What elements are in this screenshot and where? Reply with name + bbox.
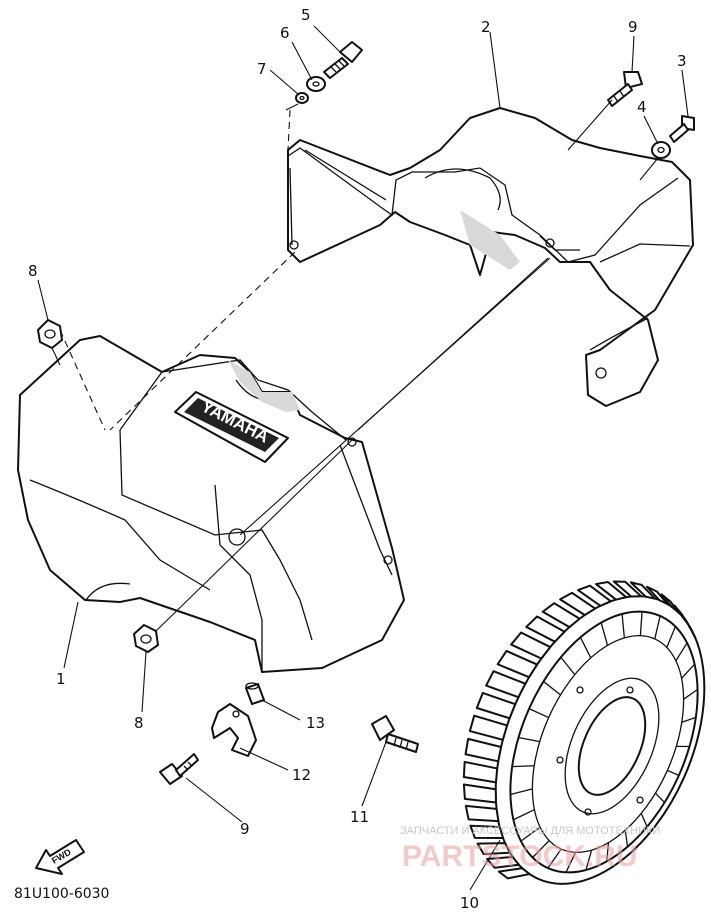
callout-4: 4 xyxy=(637,98,647,116)
fan-fin xyxy=(464,737,503,763)
fan-fin xyxy=(629,581,656,600)
fan-fin xyxy=(660,593,680,614)
nut-8-bottom xyxy=(133,624,159,653)
fan-grid-rib xyxy=(683,688,698,700)
callout-13: 13 xyxy=(306,714,325,732)
callout-11: 11 xyxy=(350,808,369,826)
fan-fin xyxy=(497,867,531,880)
fan-grid-rib xyxy=(624,830,629,847)
fan-grid-rib xyxy=(579,637,592,659)
fan-fin xyxy=(469,824,505,840)
nut-8-top xyxy=(37,319,63,349)
callout-1: 1 xyxy=(56,670,66,688)
callout-3: 3 xyxy=(677,52,687,70)
main-fan-shroud: YAMAHA xyxy=(17,335,405,673)
fan-fin xyxy=(496,649,539,679)
fan-fin xyxy=(510,631,552,660)
callout-10: 10 xyxy=(460,894,479,912)
callout-9-bottom: 9 xyxy=(240,820,250,838)
callout-9-top: 9 xyxy=(628,18,638,36)
fan-grid-rib xyxy=(600,622,609,646)
fan-fin xyxy=(485,670,527,699)
watermark: ЗАПЧАСТИ И АКСЕССУАРЫ ДЛЯ МОТОТЕХНИКИ PA… xyxy=(400,825,660,873)
fan-grid-rib xyxy=(585,849,593,871)
callout-8-bottom: 8 xyxy=(134,714,144,732)
bolt-5 xyxy=(323,41,363,79)
fan-fin xyxy=(486,855,520,869)
callout-7: 7 xyxy=(257,60,267,78)
fan-grid-rib xyxy=(520,826,541,842)
washer-4 xyxy=(651,141,671,159)
fan-fin xyxy=(595,580,628,601)
fan-fin xyxy=(464,804,500,823)
fan-grid-rib xyxy=(512,765,535,768)
bolt-3 xyxy=(669,115,695,143)
fan-fin xyxy=(541,602,581,629)
fan-fin xyxy=(525,615,566,643)
callout-5: 5 xyxy=(301,6,311,24)
fan-grid-rib xyxy=(666,626,676,648)
fan-grid-rib xyxy=(655,792,666,804)
fan-fin xyxy=(684,618,697,640)
fan-fins xyxy=(462,580,697,880)
forward-arrow: FWD xyxy=(35,839,85,875)
collar-13 xyxy=(245,682,265,705)
fan-grid-rib xyxy=(681,663,696,679)
fan-grid-rib xyxy=(513,809,535,821)
upper-fan-cover xyxy=(287,107,694,407)
callout-12: 12 xyxy=(292,766,311,784)
fan-grid-rib xyxy=(543,680,561,696)
fan-grid-rib xyxy=(565,852,577,873)
fan-grid-rib xyxy=(547,848,562,869)
fan-grid-rib xyxy=(667,769,680,776)
fan-fin xyxy=(645,585,669,606)
clamp-12 xyxy=(211,703,257,757)
callout-8-top: 8 xyxy=(28,262,38,280)
fan-fin xyxy=(576,584,612,607)
fan-grid-rib xyxy=(621,613,626,638)
bolt-9-bottom xyxy=(159,753,199,785)
fan-fin xyxy=(462,760,499,784)
fan-grid xyxy=(510,611,698,873)
watermark-logo: PARTSTOCK.RU xyxy=(402,840,638,873)
fan-grid-rib xyxy=(532,840,550,858)
flywheel-fan xyxy=(462,580,706,885)
assembly-lines xyxy=(51,99,659,633)
callout-leaders xyxy=(37,25,689,891)
fan-grid-rib xyxy=(518,736,540,743)
fan-grid-rib xyxy=(606,842,610,862)
bolt-9-top xyxy=(607,71,643,107)
fan-grid-rib xyxy=(510,788,533,796)
fan-grid-rib xyxy=(681,716,697,723)
fan-grid-rib xyxy=(640,813,648,828)
fan-fin xyxy=(612,580,643,598)
watermark-tagline: ЗАПЧАСТИ И АКСЕССУАРЫ ДЛЯ МОТОТЕХНИКИ xyxy=(400,825,660,837)
fan-fin xyxy=(559,591,597,617)
fan-grid-rib xyxy=(560,656,576,676)
fan-grid-rib xyxy=(654,615,661,640)
fan-fin xyxy=(462,783,497,804)
callout-numbers: 5 6 7 2 9 3 4 8 1 8 13 12 9 11 10 xyxy=(28,6,687,912)
bolt-11 xyxy=(371,715,419,753)
fan-grid-rib xyxy=(675,642,688,662)
diagram-code: 81U100-6030 xyxy=(14,886,109,902)
callout-2: 2 xyxy=(481,18,491,36)
fan-grid-rib xyxy=(528,708,549,719)
fan-fin xyxy=(475,691,517,720)
washer-6 xyxy=(306,76,326,92)
fan-grid-rib xyxy=(639,611,643,636)
callout-6: 6 xyxy=(280,24,290,42)
washer-7 xyxy=(295,92,309,104)
fan-fin xyxy=(468,714,509,741)
